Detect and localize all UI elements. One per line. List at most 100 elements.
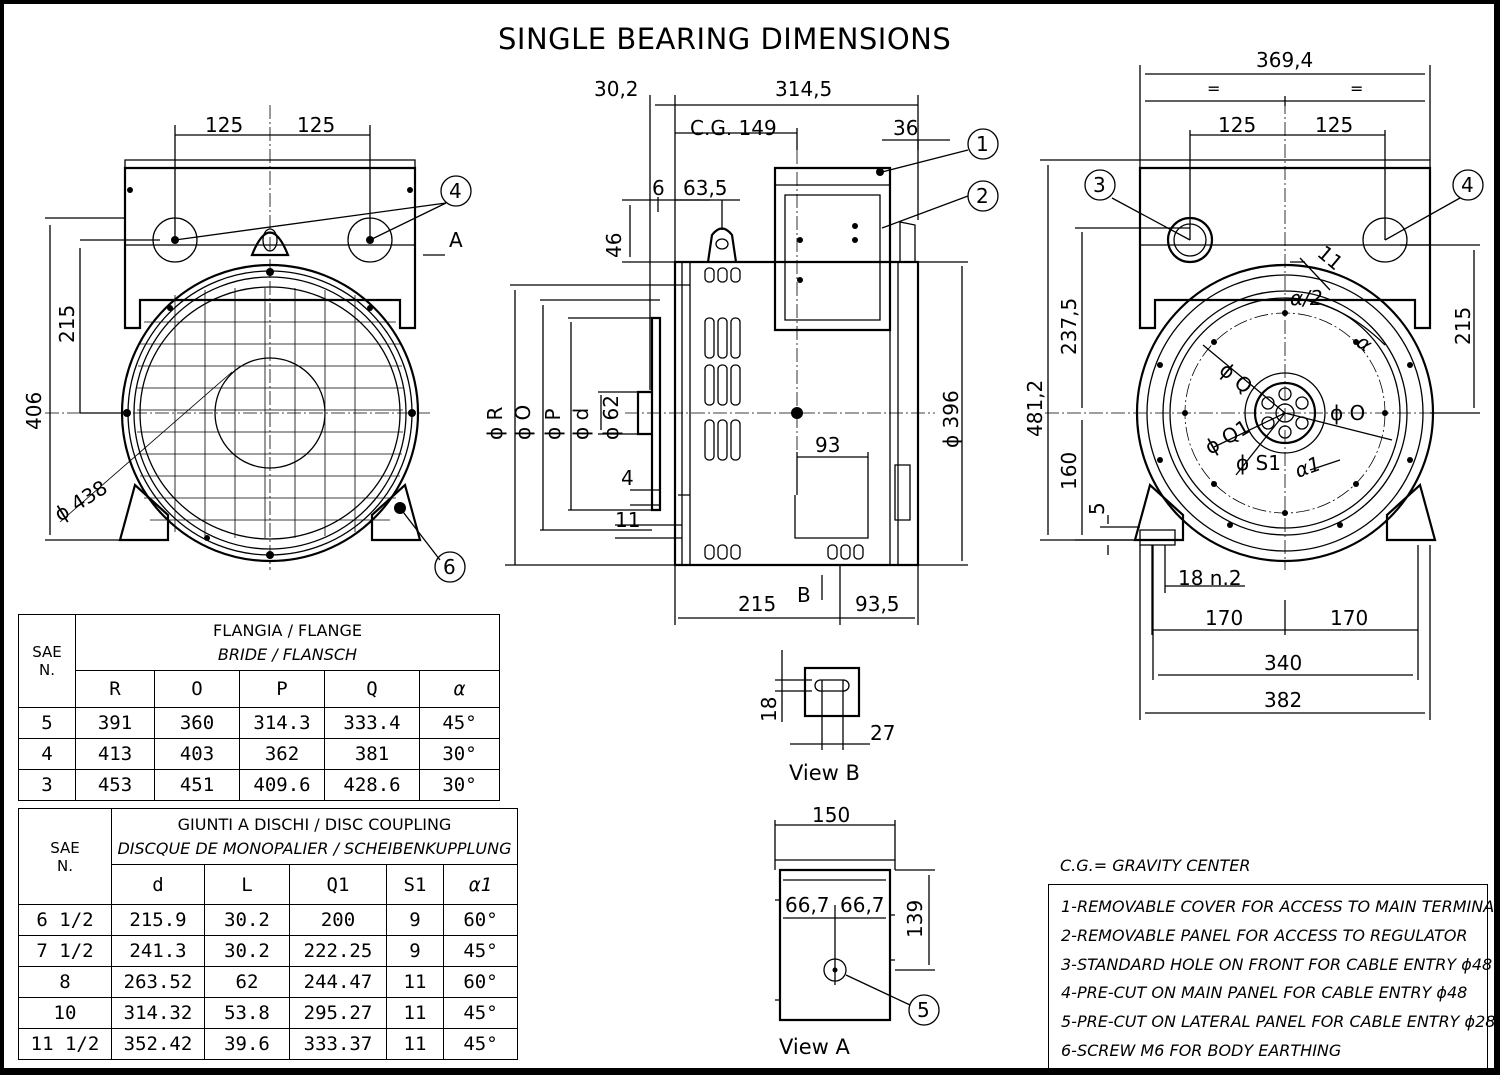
front-view xyxy=(45,105,447,570)
table-cell: 45° xyxy=(443,997,518,1029)
rear-dim-18n2: 18 n.2 xyxy=(1178,566,1242,590)
side-view xyxy=(505,95,969,625)
front-terminal-box xyxy=(123,166,417,330)
rear-dim-170-left: 170 xyxy=(1205,606,1243,630)
table-cell: 352.42 xyxy=(111,1028,205,1060)
side-dim-46: 46 xyxy=(602,233,626,258)
table-cell: 333.4 xyxy=(324,707,420,739)
cg-note: C.G.= GRAVITY CENTER xyxy=(1060,856,1251,875)
table-cell: 428.6 xyxy=(324,769,420,801)
table-cell: 45° xyxy=(443,1028,518,1060)
coupling-table: SAE N. GIUNTI A DISCHI / DISC COUPLING D… xyxy=(18,808,518,1060)
balloon-1-label: 1 xyxy=(976,132,989,156)
coupling-col-alpha1: α1 xyxy=(443,864,518,905)
balloon-6 xyxy=(434,551,466,583)
flange-col-p: P xyxy=(239,670,325,708)
view-a-marker: A xyxy=(449,228,463,252)
rear-dim-5: 5 xyxy=(1085,502,1109,515)
rear-dim-alpha-half: α/2 xyxy=(1290,286,1323,310)
flange-title-line2: BRIDE / FLANSCH xyxy=(217,644,358,664)
side-dim-cg-149: C.G. 149 xyxy=(690,116,777,140)
flange-title-line1: FLANGIA / FLANGE xyxy=(213,620,362,640)
note-1: 1-REMOVABLE COVER FOR ACCESS TO MAIN TER… xyxy=(1061,897,1500,916)
rear-dim-170-right: 170 xyxy=(1330,606,1368,630)
view-b-plate xyxy=(803,666,861,718)
note-5: 5-PRE-CUT ON LATERAL PANEL FOR CABLE ENT… xyxy=(1061,1012,1496,1032)
view-a-dim-66-7-left: 66,7 xyxy=(785,893,830,917)
side-dim-36: 36 xyxy=(893,116,918,140)
table-cell: 314.3 xyxy=(239,707,325,739)
side-dim-30-2: 30,2 xyxy=(594,77,639,101)
front-lifting-eye xyxy=(250,231,290,257)
table-cell: 222.25 xyxy=(289,935,387,967)
table-cell: 60° xyxy=(443,904,518,936)
front-dim-438: ϕ 438 xyxy=(50,475,112,526)
balloon-3 xyxy=(1084,169,1116,201)
table-cell: 11 xyxy=(386,1028,444,1060)
view-b-dim-18: 18 xyxy=(757,697,781,722)
balloon-1 xyxy=(967,128,999,160)
side-dim-phi-r: ϕ R xyxy=(483,406,507,440)
table-cell: 11 xyxy=(386,997,444,1029)
view-a-label: View A xyxy=(779,1035,851,1059)
table-cell: 30.2 xyxy=(204,935,290,967)
flange-col-alpha: α xyxy=(419,670,500,708)
table-cell: 30° xyxy=(419,769,500,801)
coupling-col-l: L xyxy=(204,864,290,905)
rear-dim-alpha1: α1 xyxy=(1292,451,1325,482)
table-cell: 11 1/2 xyxy=(18,1028,112,1060)
rear-feet xyxy=(1133,482,1437,542)
table-cell: 9 xyxy=(386,904,444,936)
balloon-2 xyxy=(967,180,999,212)
rear-dim-equal-left: = xyxy=(1207,79,1220,98)
coupling-col-s1: S1 xyxy=(386,864,444,905)
side-dim-93: 93 xyxy=(815,433,840,457)
table-cell: 30° xyxy=(419,738,500,770)
coupling-title-line2: DISCQUE DE MONOPALIER / SCHEIBENKUPPLUNG xyxy=(117,838,512,858)
table-cell: 403 xyxy=(154,738,240,770)
table-cell: 413 xyxy=(75,738,155,770)
balloon-4-front xyxy=(440,175,472,207)
table-cell: 45° xyxy=(419,707,500,739)
table-cell: 362 xyxy=(239,738,325,770)
coupling-sae-header: SAE N. xyxy=(18,808,112,905)
technical-drawing: 125 125 215 406 ϕ 438 A 4 6 xyxy=(22,48,1484,1059)
table-cell: 409.6 xyxy=(239,769,325,801)
note-6: 6-SCREW M6 FOR BODY EARTHING xyxy=(1061,1040,1342,1060)
view-a-panel xyxy=(778,868,892,1022)
view-b: 18 27 View B xyxy=(757,650,895,785)
side-view-labels: 30,2 314,5 C.G. 149 36 6 63,5 46 ϕ R ϕ O… xyxy=(483,77,999,616)
rear-dim-125-right: 125 xyxy=(1315,113,1353,137)
table-cell: 391 xyxy=(75,707,155,739)
front-dim-125-right: 125 xyxy=(297,113,335,137)
balloon-5 xyxy=(908,994,940,1026)
table-cell: 333.37 xyxy=(289,1028,387,1060)
table-cell: 30.2 xyxy=(204,904,290,936)
side-dim-phi-o: ϕ O xyxy=(511,405,535,440)
rear-flange-holes xyxy=(1157,310,1413,528)
table-cell: 241.3 xyxy=(111,935,205,967)
flange-col-q: Q xyxy=(324,670,420,708)
table-cell: 9 xyxy=(386,935,444,967)
drawing-sheet: SINGLE BEARING DIMENSIONS xyxy=(4,4,1500,1072)
balloon-4-rear-label: 4 xyxy=(1461,173,1474,197)
note-2: 2-REMOVABLE PANEL FOR ACCESS TO REGULATO… xyxy=(1061,925,1468,945)
table-cell: 3 xyxy=(18,769,76,801)
coupling-title-line1: GIUNTI A DISCHI / DISC COUPLING xyxy=(177,814,452,834)
table-cell: 7 1/2 xyxy=(18,935,112,967)
side-foot-bracket xyxy=(794,495,869,539)
rear-view-labels: 369,4 = = 125 125 237,5 215 481,2 160 5 … xyxy=(1023,48,1484,712)
table-cell: 215.9 xyxy=(111,904,205,936)
side-dim-phi-62: ϕ 62 xyxy=(599,395,623,440)
table-cell: 360 xyxy=(154,707,240,739)
side-terminal-box xyxy=(773,166,892,332)
side-dim-63-5: 63,5 xyxy=(683,176,728,200)
table-cell: 295.27 xyxy=(289,997,387,1029)
rear-view xyxy=(1040,65,1480,720)
table-cell: 451 xyxy=(154,769,240,801)
table-cell: 381 xyxy=(324,738,420,770)
rear-dim-481-2: 481,2 xyxy=(1023,380,1047,437)
